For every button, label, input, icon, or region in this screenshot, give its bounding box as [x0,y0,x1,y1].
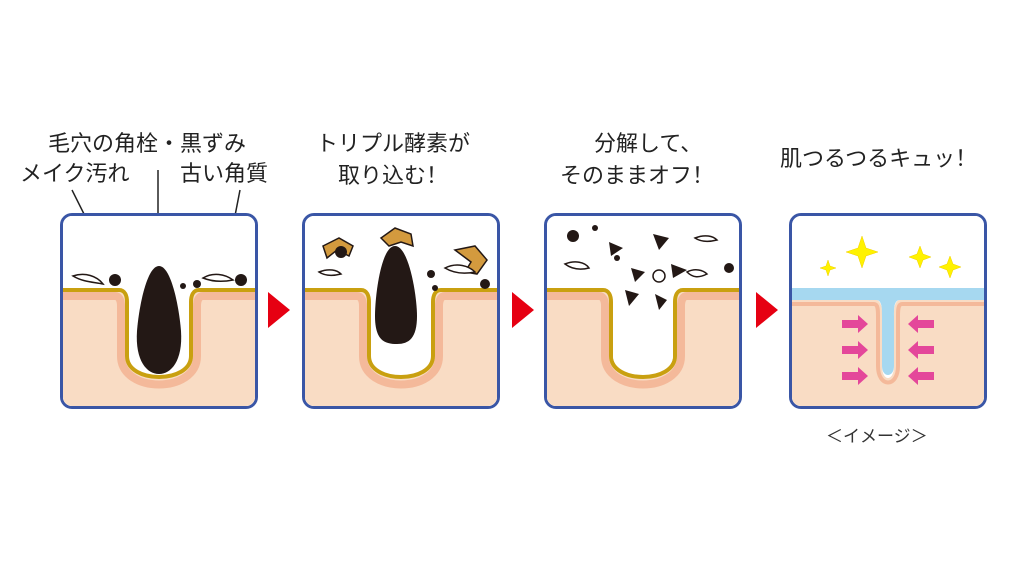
bubble [652,269,666,283]
dirt-dot [432,285,438,291]
fragment [655,294,667,310]
step-arrow-2 [512,292,534,328]
sebum-plug [136,266,182,374]
caption-smooth-skin: 肌つるつるキュッ！ [780,147,978,172]
fragment [631,268,645,282]
dirt-dot [614,255,620,261]
fragment [671,264,687,278]
label-makeup-dirt: メイク汚れ [20,162,130,187]
label-old-keratin: 古い角質 [180,162,269,187]
skin-layer [547,290,739,406]
dirt-dot [724,263,734,273]
pore-glow [63,292,255,389]
pore-glow [305,292,497,389]
pore-glow [547,292,739,389]
dirt-dot [109,274,121,286]
caption-decompose-line1: 分解して、 [594,132,703,157]
pore-lining [63,288,255,379]
skin-layer [305,290,497,406]
step-arrow-3 [756,292,778,328]
dirt-dot [180,283,186,289]
fragment [653,234,669,250]
keratin-flake [693,235,719,243]
fragment [625,290,639,306]
caption-enzyme-line1: トリプル酵素が [316,132,471,157]
panel-enzyme-capture [302,213,500,409]
panel-decomposed [544,213,742,409]
step-arrow-1 [268,292,290,328]
panel-smooth-skin [789,213,987,409]
sparkle-icon [819,235,962,279]
skin-layer [792,300,984,406]
pore-lining [547,288,739,379]
caption-decompose-line2: そのままオフ！ [560,164,715,189]
dirt-dot [235,274,247,286]
fragment [609,242,623,256]
panel-clogged-pore [60,213,258,409]
image-note: ＜イメージ＞ [826,427,928,447]
dirt-dot [567,230,579,242]
caption-enzyme-line2: 取り込む！ [338,164,449,189]
makeup-dirt-flake [71,273,105,286]
sebum-plug [375,246,417,344]
enzyme-icon [453,245,488,275]
keratin-flake [563,261,591,270]
open-pore [613,300,673,374]
pore-glow [792,302,984,385]
pore-lining [305,288,497,379]
dirt-dot [193,280,201,288]
dirt-dot [592,225,598,231]
caption-pore-plug: 毛穴の角栓・黒ずみ [48,132,247,157]
dirt-dot [335,246,347,258]
old-keratin-flake [201,273,235,283]
keratin-flake [317,269,343,277]
dirt-dot [427,270,435,278]
tighten-arrows [842,315,934,385]
enzyme-icon [379,227,414,248]
skin-layer [63,290,255,406]
keratin-flake [443,264,477,274]
keratin-flake [685,269,709,278]
moisture-layer [792,288,984,375]
dirt-dot [480,279,490,289]
